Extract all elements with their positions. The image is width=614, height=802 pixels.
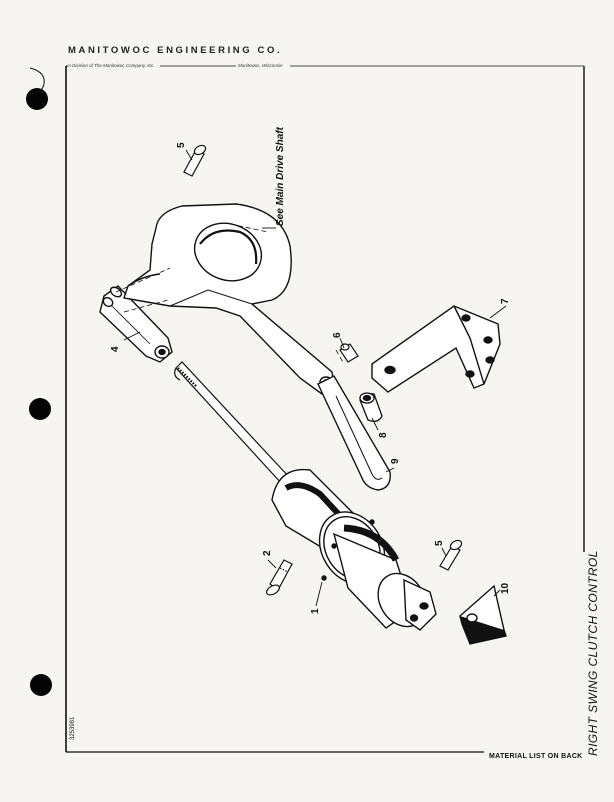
part-7-bracket bbox=[371, 305, 501, 393]
callout-5-right: 5 bbox=[434, 540, 445, 546]
part-2-bolt bbox=[266, 559, 293, 596]
binder-hole-bottom bbox=[30, 674, 52, 696]
division-note: A Division of The Manitowoc Company, Inc… bbox=[68, 63, 155, 68]
callout-1: 1 bbox=[310, 608, 321, 614]
material-list-note: MATERIAL LIST ON BACK bbox=[489, 753, 583, 760]
callout-9: 9 bbox=[390, 458, 401, 464]
callout-leaders bbox=[123, 149, 507, 607]
callout-7: 7 bbox=[500, 298, 511, 304]
company-name: MANITOWOC ENGINEERING CO. bbox=[68, 45, 283, 56]
callout-10: 10 bbox=[500, 582, 511, 594]
cylinder-rod bbox=[174, 361, 291, 485]
callout-5-top: 5 bbox=[176, 142, 187, 148]
part-10-yoke bbox=[459, 584, 507, 645]
lever-arm bbox=[123, 203, 335, 395]
drawing-number: 3253981 bbox=[70, 716, 76, 740]
callout-4: 4 bbox=[110, 346, 121, 352]
part-6-pin bbox=[339, 343, 359, 363]
page-frame bbox=[29, 65, 585, 753]
part-5-pin-top bbox=[183, 144, 207, 177]
callout-2: 2 bbox=[262, 550, 273, 556]
part-1-cylinder bbox=[271, 468, 437, 631]
callout-6: 6 bbox=[332, 332, 343, 338]
part-9-slotted-link bbox=[317, 375, 391, 491]
location-note: Manitowoc, Wisconsin bbox=[238, 63, 283, 68]
shaft-reference-label: See Main Drive Shaft bbox=[275, 126, 286, 226]
part-5-pin-right bbox=[439, 539, 463, 571]
binder-hole-middle bbox=[29, 398, 51, 420]
part-8-bushing bbox=[359, 392, 383, 422]
callout-8: 8 bbox=[378, 432, 389, 438]
page-title: RIGHT SWING CLUTCH CONTROL bbox=[586, 550, 600, 756]
callout-labels: 5 4 6 7 8 9 2 5 1 10 See Main Drive Shaf… bbox=[110, 126, 511, 614]
